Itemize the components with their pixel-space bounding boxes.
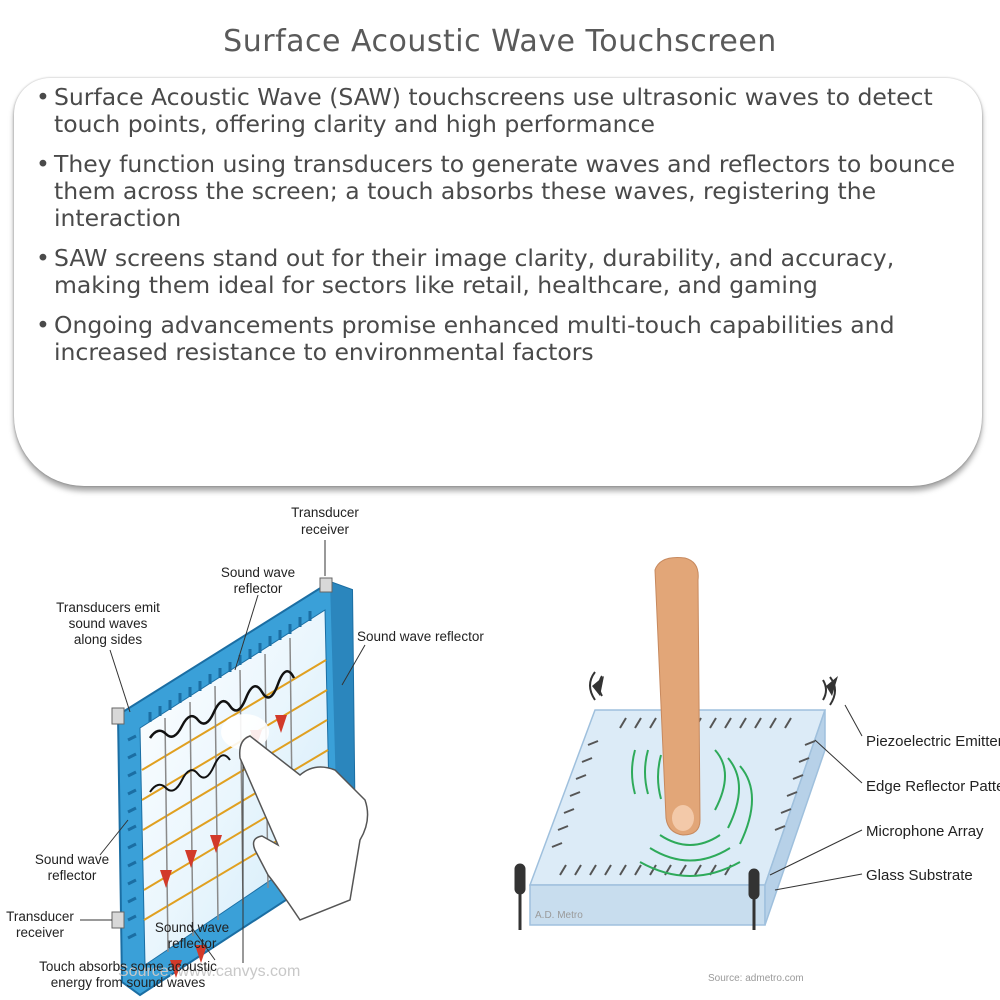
svg-text:receiver: receiver bbox=[16, 925, 65, 940]
label-transducer-receiver-bottom: Transducer bbox=[6, 909, 74, 924]
leader-lines bbox=[80, 540, 366, 963]
microphone-icons bbox=[514, 863, 760, 930]
finger-icon bbox=[654, 557, 701, 836]
source-canvys: Source: www.canvys.com bbox=[118, 963, 300, 980]
svg-text:sound waves: sound waves bbox=[69, 616, 148, 631]
bullet-list: •Surface Acoustic Wave (SAW) touchscreen… bbox=[36, 84, 986, 379]
bullet-item: •SAW screens stand out for their image c… bbox=[36, 244, 895, 299]
source-admetro: Source: admetro.com bbox=[708, 973, 804, 984]
label-edge-reflector: Edge Reflector Pattern bbox=[866, 778, 1000, 795]
label-touch-absorbs: Touch absorbs some acoustic bbox=[39, 959, 217, 974]
left-reflector-slots bbox=[127, 734, 137, 940]
watermark: A.D. Metro bbox=[535, 910, 583, 921]
page-title: Surface Acoustic Wave Touchscreen bbox=[223, 24, 777, 59]
label-reflector-left: Sound wave bbox=[35, 852, 109, 867]
label-reflector-top: Sound wave bbox=[221, 565, 295, 580]
piezo-emitter-icons bbox=[589, 671, 836, 706]
label-piezo-emitters: Piezoelectric Emitters bbox=[866, 733, 1000, 750]
edge-reflector-bottom bbox=[559, 864, 732, 876]
svg-text:along sides: along sides bbox=[74, 632, 143, 647]
label-reflector-bottom: Sound wave bbox=[155, 920, 229, 935]
wavy-wave-line bbox=[148, 670, 296, 739]
svg-text:reflector: reflector bbox=[234, 581, 283, 596]
transducer-left bbox=[111, 707, 125, 725]
bullet-item: •Surface Acoustic Wave (SAW) touchscreen… bbox=[36, 83, 933, 138]
green-wave-arcs bbox=[631, 749, 753, 877]
svg-text:energy from sound waves: energy from sound waves bbox=[51, 975, 206, 990]
label-transducers-emit: Transducers emit bbox=[56, 600, 160, 615]
top-reflector-slots bbox=[148, 611, 312, 722]
transducer-top bbox=[319, 577, 333, 593]
label-transducer-receiver-top: Transducer bbox=[291, 505, 359, 520]
label-reflector-right: Sound wave reflector bbox=[357, 629, 484, 644]
svg-text:reflector: reflector bbox=[48, 868, 97, 883]
transducer-bottom bbox=[111, 911, 125, 929]
bullet-item: •Ongoing advancements promise enhanced m… bbox=[36, 311, 895, 366]
piezo-glass-diagram: A.D. Metro Piezoelectric Emitters Edge R… bbox=[514, 557, 1000, 984]
svg-text:reflector: reflector bbox=[168, 936, 217, 951]
label-glass-substrate: Glass Substrate bbox=[866, 867, 973, 884]
hand-icon bbox=[238, 735, 369, 921]
right-leader-lines bbox=[769, 704, 863, 891]
bullet-item: •They function using transducers to gene… bbox=[36, 150, 956, 232]
svg-text:receiver: receiver bbox=[301, 522, 350, 537]
bullet-card bbox=[14, 78, 982, 486]
edge-reflector-sides bbox=[551, 740, 816, 848]
saw-panel-diagram: Transducer receiver Sound wave reflector… bbox=[6, 505, 484, 997]
label-microphone-array: Microphone Array bbox=[866, 823, 984, 840]
